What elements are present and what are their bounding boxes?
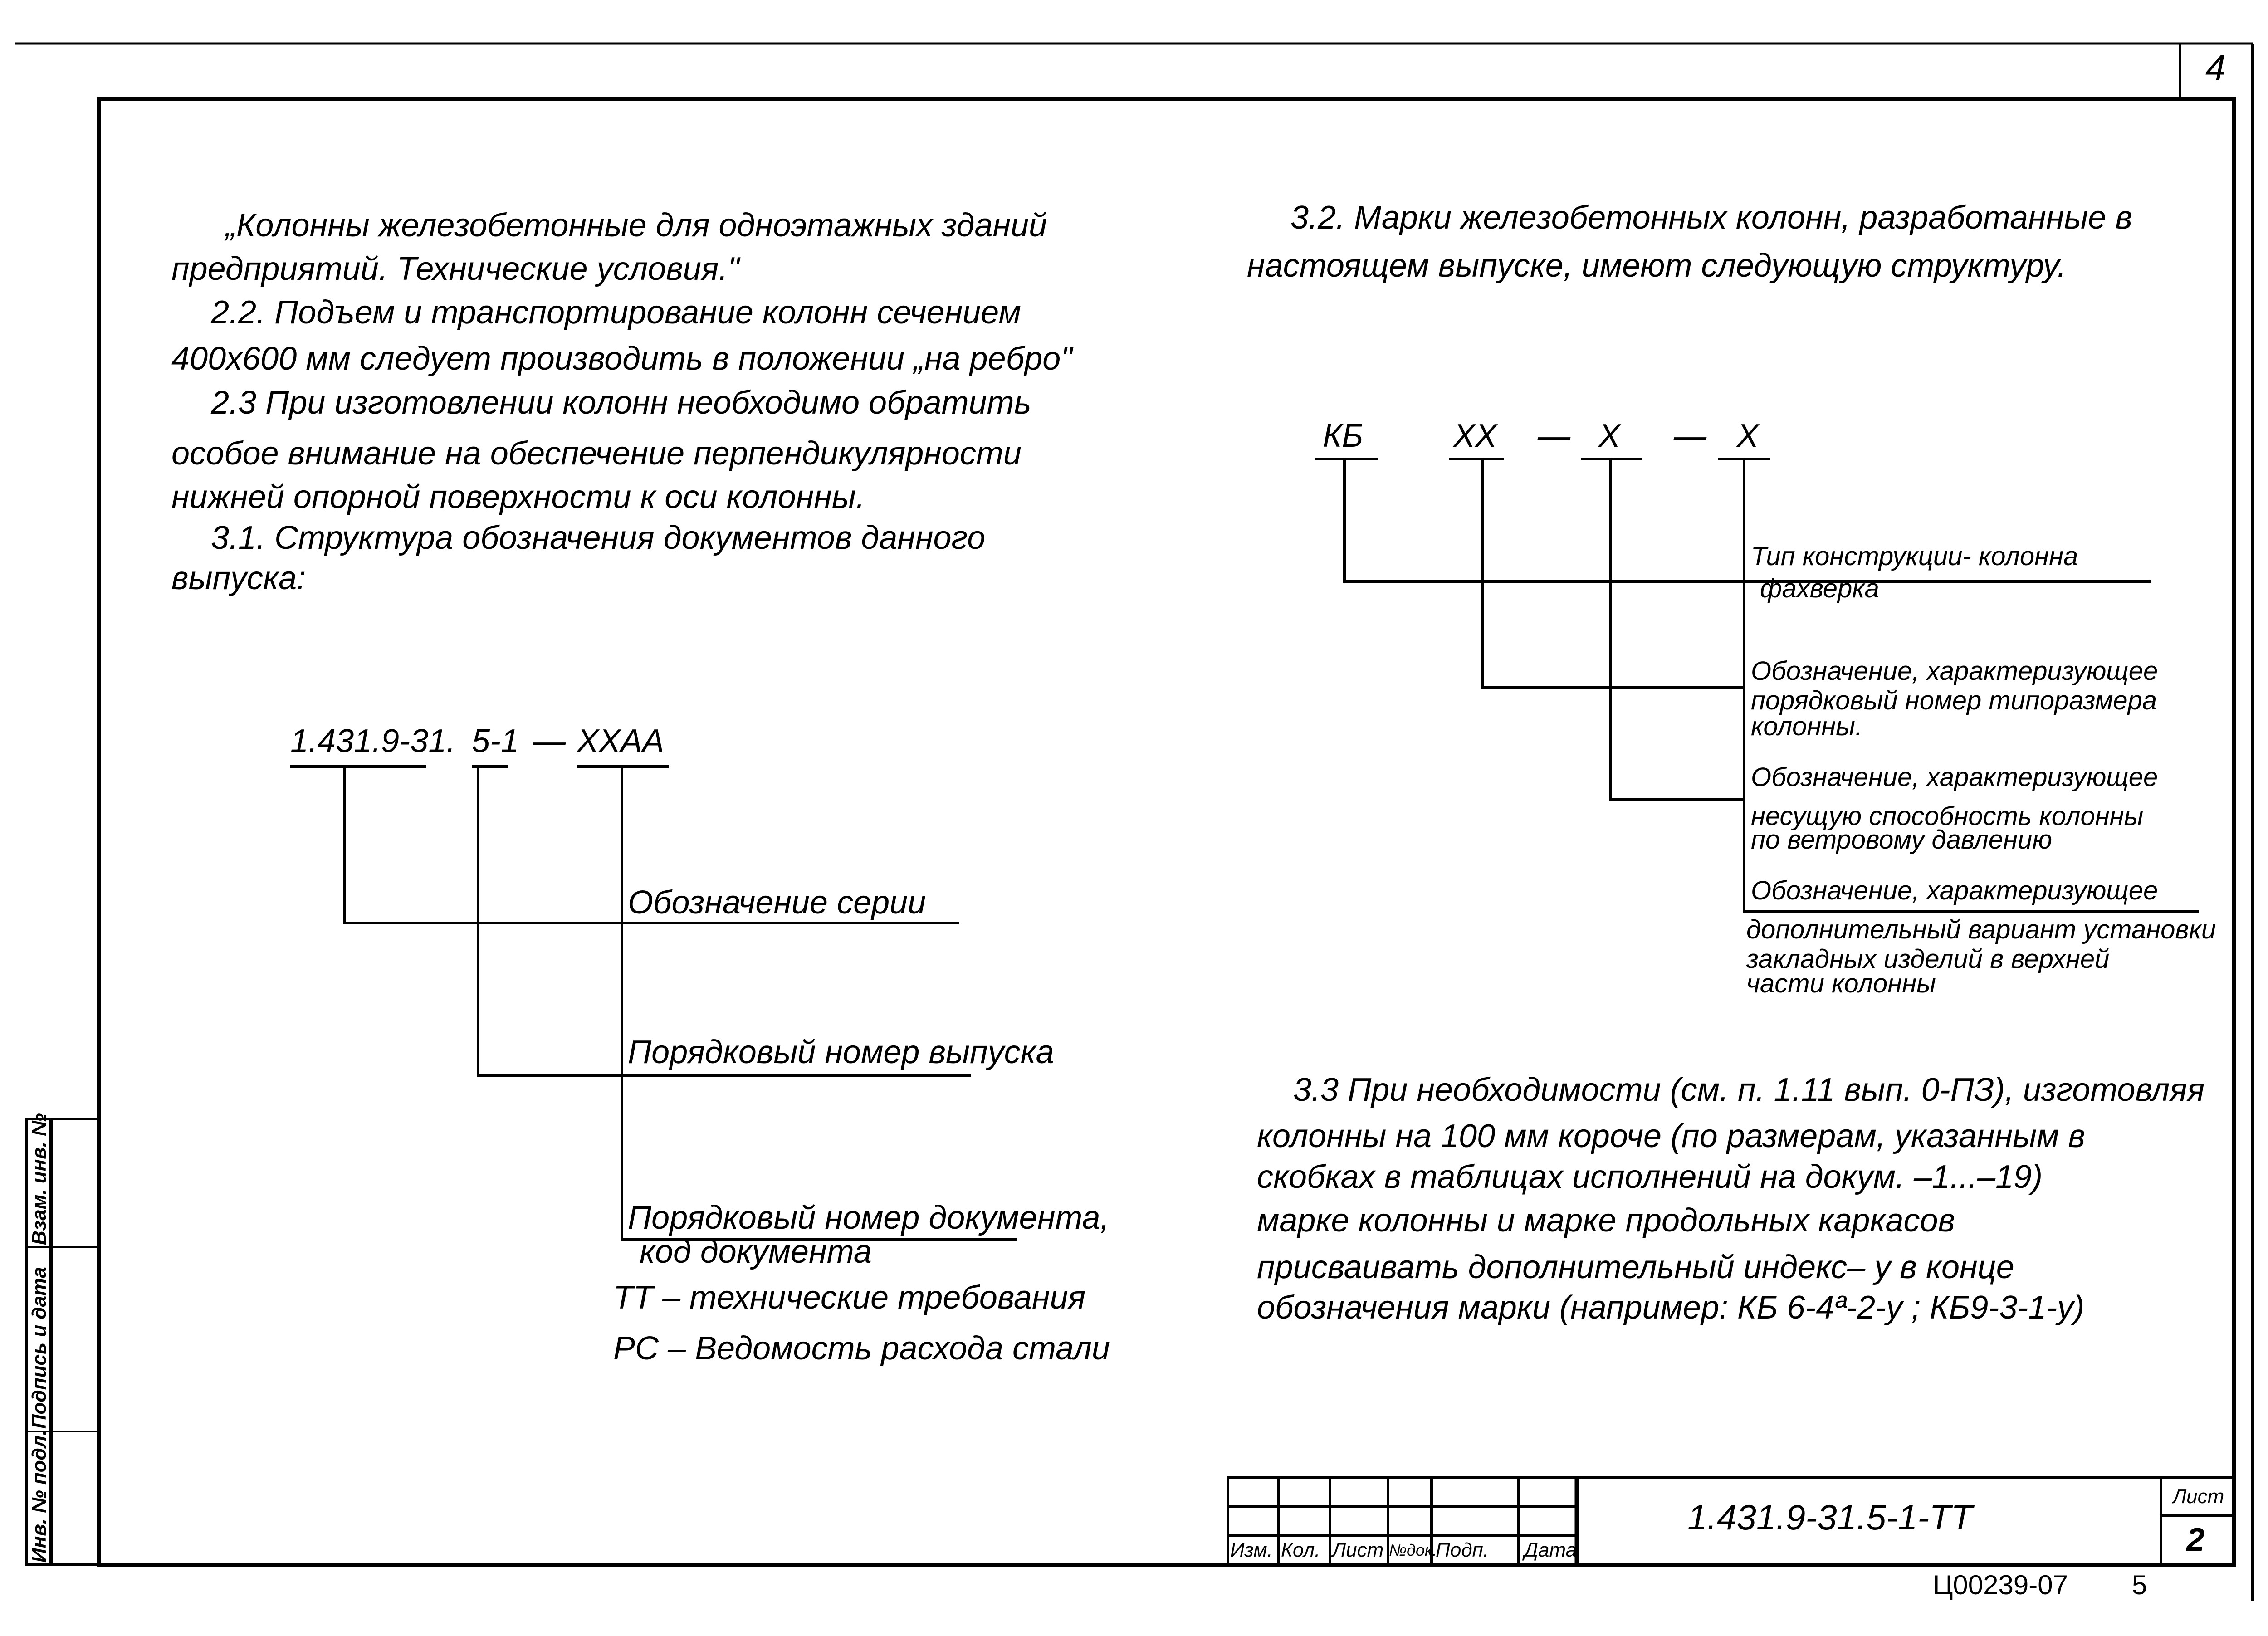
- text-line: „Колонны железобетонные для одноэтажных …: [225, 207, 1047, 244]
- title-col-list: Лист: [1332, 1539, 1384, 1561]
- text-line: выпуска:: [171, 560, 306, 596]
- leader-doc: [621, 767, 1017, 1241]
- text-line: скобках в таблицах исполнений на докум. …: [1257, 1159, 2043, 1195]
- text-line: 3.1. Структура обозначения документов да…: [211, 520, 986, 556]
- label-capacity-2: несущую способность колонны: [1751, 801, 2144, 831]
- code-x2: X: [1737, 418, 1759, 454]
- text-line: марке колонны и марке продольных каркасо…: [1257, 1202, 1955, 1239]
- leader-x1: [1609, 459, 1744, 801]
- sheet-number: 2: [2186, 1522, 2205, 1558]
- text-line: особое внимание на обеспечение перпендик…: [171, 435, 1022, 472]
- text-line: присваивать дополнительный индекс– у в к…: [1257, 1249, 2014, 1285]
- label-size: Обозначение, характеризующее: [1751, 656, 2158, 686]
- leader-issue: [477, 767, 971, 1077]
- text-line: 2.2. Подъем и транспортирование колонн с…: [211, 294, 1021, 331]
- document-designation: 1.431.9-31.5-1-ТТ: [1687, 1497, 1973, 1537]
- stamp-replace-inv: Взам. инв. №: [28, 1113, 50, 1245]
- label-rs: РС – Ведомость расхода стали: [613, 1330, 1110, 1367]
- text-line: 400x600 мм следует производить в положен…: [171, 341, 1072, 377]
- label-series: Обозначение серии: [628, 884, 926, 921]
- title-col-doc: №док.: [1389, 1541, 1437, 1559]
- leader-kb: [1343, 459, 2151, 583]
- text-line: настоящем выпуске, имеют следующую струк…: [1247, 248, 2067, 284]
- label-doc-code: код документа: [640, 1234, 872, 1270]
- label-size-3: колонны.: [1751, 712, 1862, 741]
- title-col-sign: Подп.: [1436, 1539, 1489, 1561]
- label-doc: Порядковый номер документа,: [628, 1200, 1110, 1236]
- label-type-2: фахверка: [1760, 574, 1879, 603]
- code-kb: КБ: [1323, 418, 1364, 454]
- leader-x2: [1743, 459, 2199, 913]
- text-line: 3.2. Марки железобетонных колонн, разраб…: [1290, 200, 2132, 236]
- text-line: 3.3 При необходимости (см. п. 1.11 вып. …: [1293, 1072, 2205, 1108]
- text-line: 2.3 При изготовлении колонн необходимо о…: [211, 385, 1031, 421]
- label-size-2: порядковый номер типоразмера: [1751, 686, 2157, 715]
- title-col-izm: Изм.: [1230, 1539, 1273, 1561]
- page-number-top: 4: [2205, 48, 2226, 88]
- code-doc: XXAA: [577, 723, 665, 759]
- label-embedded-4: части колонны: [1746, 969, 1936, 998]
- title-col-date: Дата: [1524, 1539, 1577, 1561]
- text-line: нижней опорной поверхности к оси колонны…: [171, 479, 865, 515]
- footer-page-number: 5: [2132, 1570, 2147, 1600]
- label-tt: ТТ – технические требования: [613, 1279, 1086, 1316]
- title-col-kol: Кол.: [1281, 1539, 1320, 1561]
- label-capacity: Обозначение, характеризующее: [1751, 762, 2158, 792]
- code-dash: —: [1538, 418, 1570, 454]
- label-capacity-3: по ветровому давлению: [1751, 825, 2052, 855]
- stamp-signature-date: Подпись и дата: [28, 1267, 50, 1429]
- page-frame: [97, 97, 2236, 1567]
- side-stamp-frame: [25, 1118, 100, 1566]
- label-embedded-3: закладных изделий в верхней: [1746, 944, 2110, 974]
- code-dash: —: [1674, 418, 1706, 454]
- text-line: колонны на 100 мм короче (по размерам, у…: [1257, 1118, 2086, 1154]
- code-dash: —: [533, 723, 566, 759]
- code-issue: 5-1: [472, 723, 519, 759]
- archive-code: Ц00239-07: [1933, 1570, 2068, 1600]
- title-block-frame: [1227, 1476, 2235, 1566]
- code-series: 1.431.9-31.: [290, 723, 456, 759]
- leader-xx: [1481, 459, 1744, 689]
- label-embedded: Обозначение, характеризующее: [1751, 876, 2158, 905]
- text-line: предприятий. Технические условия.": [171, 251, 739, 287]
- stamp-inv-number: Инв. № подл.: [28, 1430, 50, 1563]
- leader-series: [343, 767, 959, 924]
- label-issue: Порядковый номер выпуска: [628, 1034, 1054, 1070]
- label-embedded-2: дополнительный вариант установки: [1746, 915, 2216, 944]
- code-x1: X: [1598, 418, 1621, 454]
- code-xx: XX: [1453, 418, 1497, 454]
- sheet-label: Лист: [2173, 1485, 2224, 1508]
- text-line: обозначения марки (например: КБ 6-4ª-2-у…: [1257, 1289, 2085, 1326]
- label-type: Тип конструкции- колонна: [1751, 542, 2078, 571]
